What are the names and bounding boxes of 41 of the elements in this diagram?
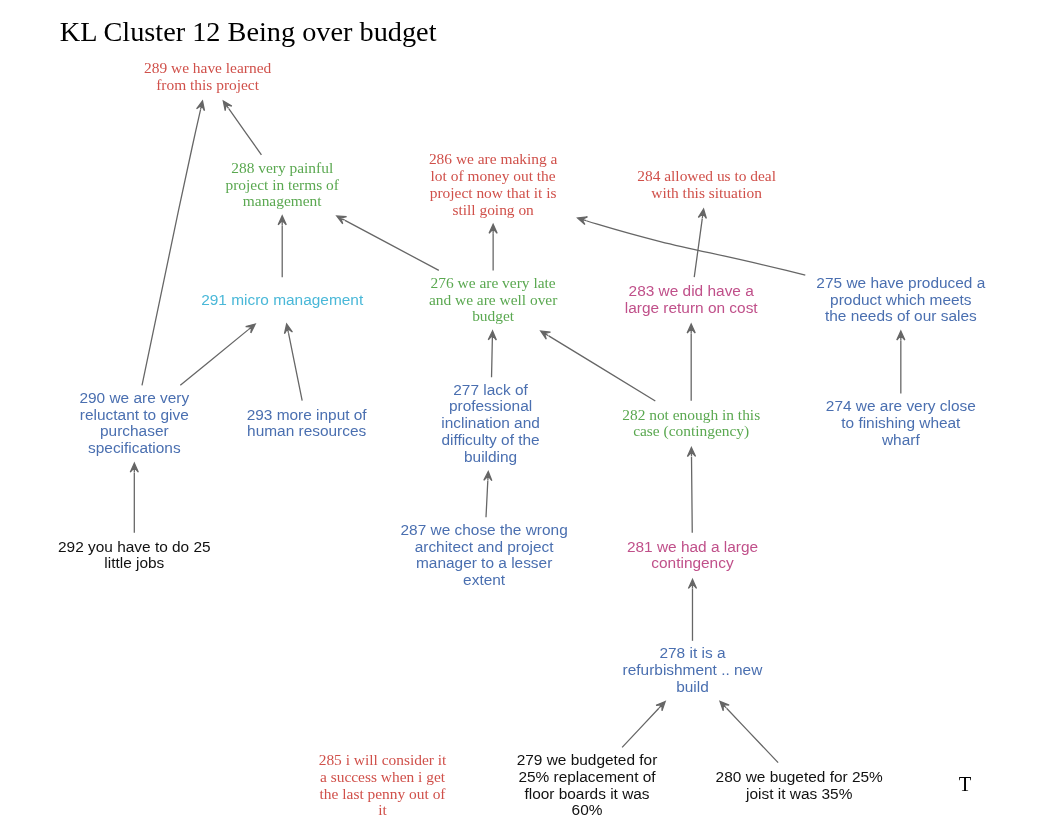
node-text: 276 we are very late and we are well over budget [428, 273, 558, 325]
arrow [483, 470, 493, 518]
node-text: 279 we budgeted for 25% replacement of floor boards it was 60% [516, 751, 658, 819]
arrow [222, 100, 263, 156]
node-text: 285 i will consider it a success when i get the last penny out of it [318, 751, 447, 819]
node-text: 281 we had a large contingency [626, 537, 759, 572]
arrow [487, 330, 497, 378]
node-text: 288 very painful project in terms of management [225, 158, 339, 210]
arrow [283, 323, 303, 402]
node-text: 290 we are very reluctant to give purchaser specifications [79, 389, 190, 457]
node-text: 289 we have learned from this project [144, 59, 272, 93]
node-text: 274 we are very close to finishing wheat wharf [825, 397, 976, 448]
node-text: 293 more input of human resources [246, 405, 367, 440]
arrow [576, 216, 806, 276]
arrow [896, 330, 906, 395]
arrow [686, 446, 697, 534]
node-text: 282 not enough in this case (contingency) [622, 405, 761, 440]
node-text: 291 micro management [201, 290, 364, 308]
node-text: 287 we chose the wrong architect and project manager to a lesser extent [400, 520, 568, 589]
node-text: 278 it is a refurbishment .. new build [622, 644, 763, 695]
diagram-title: KL Cluster 12 Being over budget [59, 16, 437, 48]
arrow [693, 208, 707, 278]
node-text: 283 we did have a large return on cost [624, 282, 758, 317]
arrow [179, 323, 256, 386]
arrow [686, 323, 696, 402]
node-text: 277 lack of professional inclination and difficulty of the building [441, 380, 540, 465]
label: T [958, 773, 972, 796]
arrow [540, 330, 656, 402]
node-text: 286 we are making a lot of money out the project now that it is still going on [428, 150, 558, 218]
arrow [687, 578, 698, 642]
arrow [488, 223, 498, 272]
arrow [719, 700, 779, 764]
arrow [336, 215, 440, 272]
arrow [621, 700, 666, 749]
node-text: 275 we have produced a product which meets the needs of our sales [816, 273, 986, 325]
node-text: 280 we bugeted for 25% joist it was 35% [715, 767, 883, 802]
node-text: 292 you have to do 25 little jobs [57, 537, 211, 572]
arrow [277, 215, 287, 278]
arrow [141, 100, 206, 386]
arrow [129, 462, 139, 534]
node-text: 284 allowed us to deal with this situation [637, 167, 777, 201]
